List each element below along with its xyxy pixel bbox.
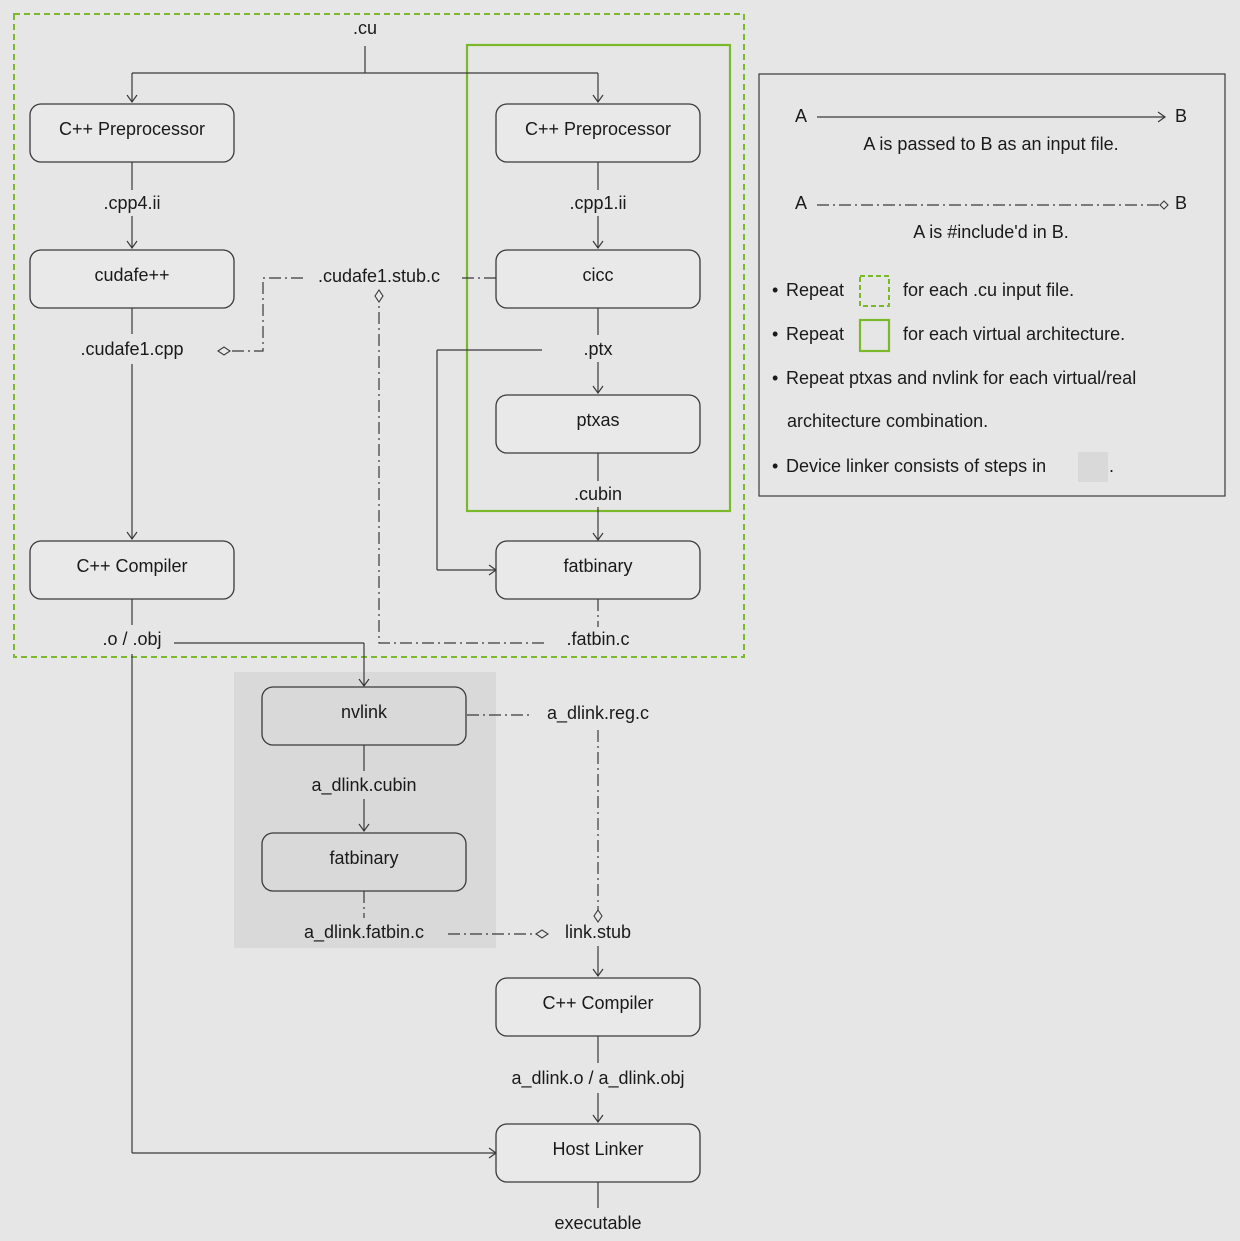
- node-cpp-compiler-link: C++ Compiler: [495, 977, 701, 1037]
- node-cpp-preprocessor-device: C++ Preprocessor: [495, 103, 701, 163]
- file-cpp1: .cpp1.ii: [569, 193, 626, 213]
- file-dlink-fatbin: a_dlink.fatbin.c: [304, 922, 424, 943]
- node-fatbinary: fatbinary: [495, 540, 701, 600]
- legend-input-desc: A is passed to B as an input file.: [863, 134, 1118, 154]
- node-nvlink: nvlink: [261, 686, 467, 746]
- legend-solid-swatch: [858, 318, 891, 353]
- include-head-icon: [217, 346, 231, 356]
- file-obj: .o / .obj: [102, 629, 161, 649]
- node-cicc: cicc: [495, 249, 701, 309]
- file-cpp4: .cpp4.ii: [103, 193, 160, 213]
- legend-bullet: •: [772, 456, 778, 476]
- legend-repeat-cu: for each .cu input file.: [903, 280, 1074, 300]
- file-dlink-reg: a_dlink.reg.c: [547, 703, 649, 724]
- legend-b2: B: [1175, 193, 1187, 213]
- file-labels: .cu .cpp4.ii .cpp1.ii .cudafe1.stub.c .c…: [80, 18, 684, 1233]
- file-link-stub: link.stub: [565, 922, 631, 942]
- node-ptxas: ptxas: [495, 394, 701, 454]
- legend-dashed-swatch: [859, 275, 890, 307]
- node-label: ptxas: [576, 410, 619, 430]
- legend-repeat-label: Repeat: [786, 280, 844, 300]
- legend-bullet: •: [772, 324, 778, 344]
- node-cudafe: cudafe++: [29, 249, 235, 309]
- legend: A B A is passed to B as an input file. A…: [758, 73, 1226, 497]
- file-dlink-cubin: a_dlink.cubin: [311, 775, 416, 796]
- include-head-icon: [374, 289, 384, 303]
- include-head-icon: [593, 909, 603, 923]
- legend-repeat-ptxas: Repeat ptxas and nvlink for each virtual…: [786, 368, 1136, 388]
- include-connectors: [230, 277, 599, 935]
- node-label: cicc: [583, 265, 614, 285]
- file-cudafe1-cpp: .cudafe1.cpp: [80, 339, 183, 359]
- node-label: fatbinary: [563, 556, 632, 576]
- node-cpp-preprocessor-host: C++ Preprocessor: [29, 103, 235, 163]
- legend-period: .: [1109, 456, 1114, 476]
- file-cudafe1-stub: .cudafe1.stub.c: [318, 266, 440, 286]
- node-label: C++ Preprocessor: [525, 119, 671, 139]
- node-cpp-compiler-host: C++ Compiler: [29, 540, 235, 600]
- file-dlink-obj: a_dlink.o / a_dlink.obj: [511, 1068, 684, 1089]
- legend-b1: B: [1175, 106, 1187, 126]
- legend-repeat-label: Repeat: [786, 324, 844, 344]
- legend-a1: A: [795, 106, 807, 126]
- legend-repeat-arch: for each virtual architecture.: [903, 324, 1125, 344]
- node-fatbinary-dlink: fatbinary: [261, 832, 467, 892]
- file-ptx: .ptx: [583, 339, 612, 359]
- solid-connectors: [126, 46, 604, 1208]
- legend-bullet: •: [772, 368, 778, 388]
- legend-a2: A: [795, 193, 807, 213]
- node-label: C++ Preprocessor: [59, 119, 205, 139]
- file-cu: .cu: [353, 18, 377, 38]
- include-head-icon: [535, 929, 549, 939]
- node-label: nvlink: [341, 702, 388, 722]
- node-label: Host Linker: [552, 1139, 643, 1159]
- legend-device-linker-swatch: [1078, 452, 1108, 482]
- per-cu-file-region: [13, 13, 745, 658]
- legend-device-linker: Device linker consists of steps in: [786, 456, 1046, 476]
- file-fatbin-c: .fatbin.c: [566, 629, 629, 649]
- node-label: cudafe++: [94, 265, 169, 285]
- file-cubin: .cubin: [574, 484, 622, 504]
- legend-include-desc: A is #include'd in B.: [913, 222, 1069, 242]
- node-label: C++ Compiler: [542, 993, 653, 1013]
- file-executable: executable: [554, 1213, 641, 1233]
- node-label: C++ Compiler: [76, 556, 187, 576]
- legend-bullet: •: [772, 280, 778, 300]
- node-host-linker: Host Linker: [495, 1123, 701, 1183]
- legend-repeat-ptxas-cont: architecture combination.: [787, 411, 988, 431]
- node-label: fatbinary: [329, 848, 398, 868]
